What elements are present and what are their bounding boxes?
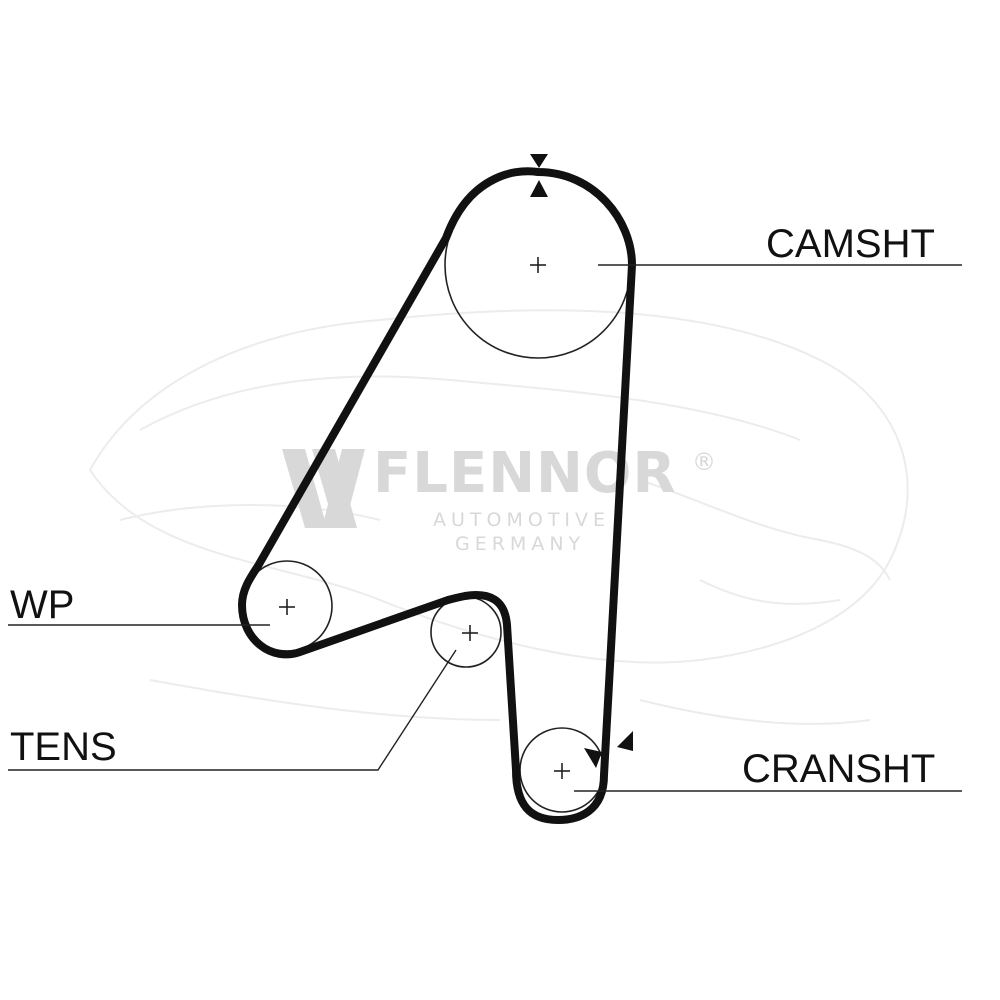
watermark-brand: FLENNOR	[373, 441, 677, 506]
camshaft-label: CAMSHT	[766, 222, 935, 266]
watermark-line-automotive: AUTOMOTIVE	[433, 509, 610, 531]
timing-belt	[238, 167, 636, 824]
tensioner-pulley	[430, 596, 502, 668]
crankshaft-timing-mark-left-icon	[584, 748, 602, 768]
water-pump-label: WP	[10, 583, 74, 627]
tensioner-leader-line	[8, 649, 457, 771]
timing-marks	[530, 154, 633, 768]
watermark-line-germany: GERMANY	[455, 533, 585, 555]
flennor-logo-mark-icon	[282, 449, 365, 528]
camshaft-timing-mark-bottom-icon	[530, 180, 548, 197]
camshaft-center-cross-icon	[530, 257, 546, 273]
engine-sketch-background	[88, 309, 909, 725]
water-pump-center-cross-icon	[279, 599, 295, 615]
tensioner-label: TENS	[10, 725, 117, 769]
crankshaft-timing-mark-right-icon	[617, 731, 633, 751]
pulley-centers	[279, 257, 570, 779]
watermark-registered-mark: ®	[692, 448, 716, 476]
flennor-watermark: FLENNOR ® AUTOMOTIVE GERMANY	[282, 441, 716, 555]
crankshaft-center-cross-icon	[554, 763, 570, 779]
crankshaft-label: CRANSHT	[742, 747, 935, 791]
tensioner-center-cross-icon	[462, 625, 478, 641]
leader-lines	[8, 264, 962, 792]
camshaft-timing-mark-top-icon	[530, 154, 548, 168]
